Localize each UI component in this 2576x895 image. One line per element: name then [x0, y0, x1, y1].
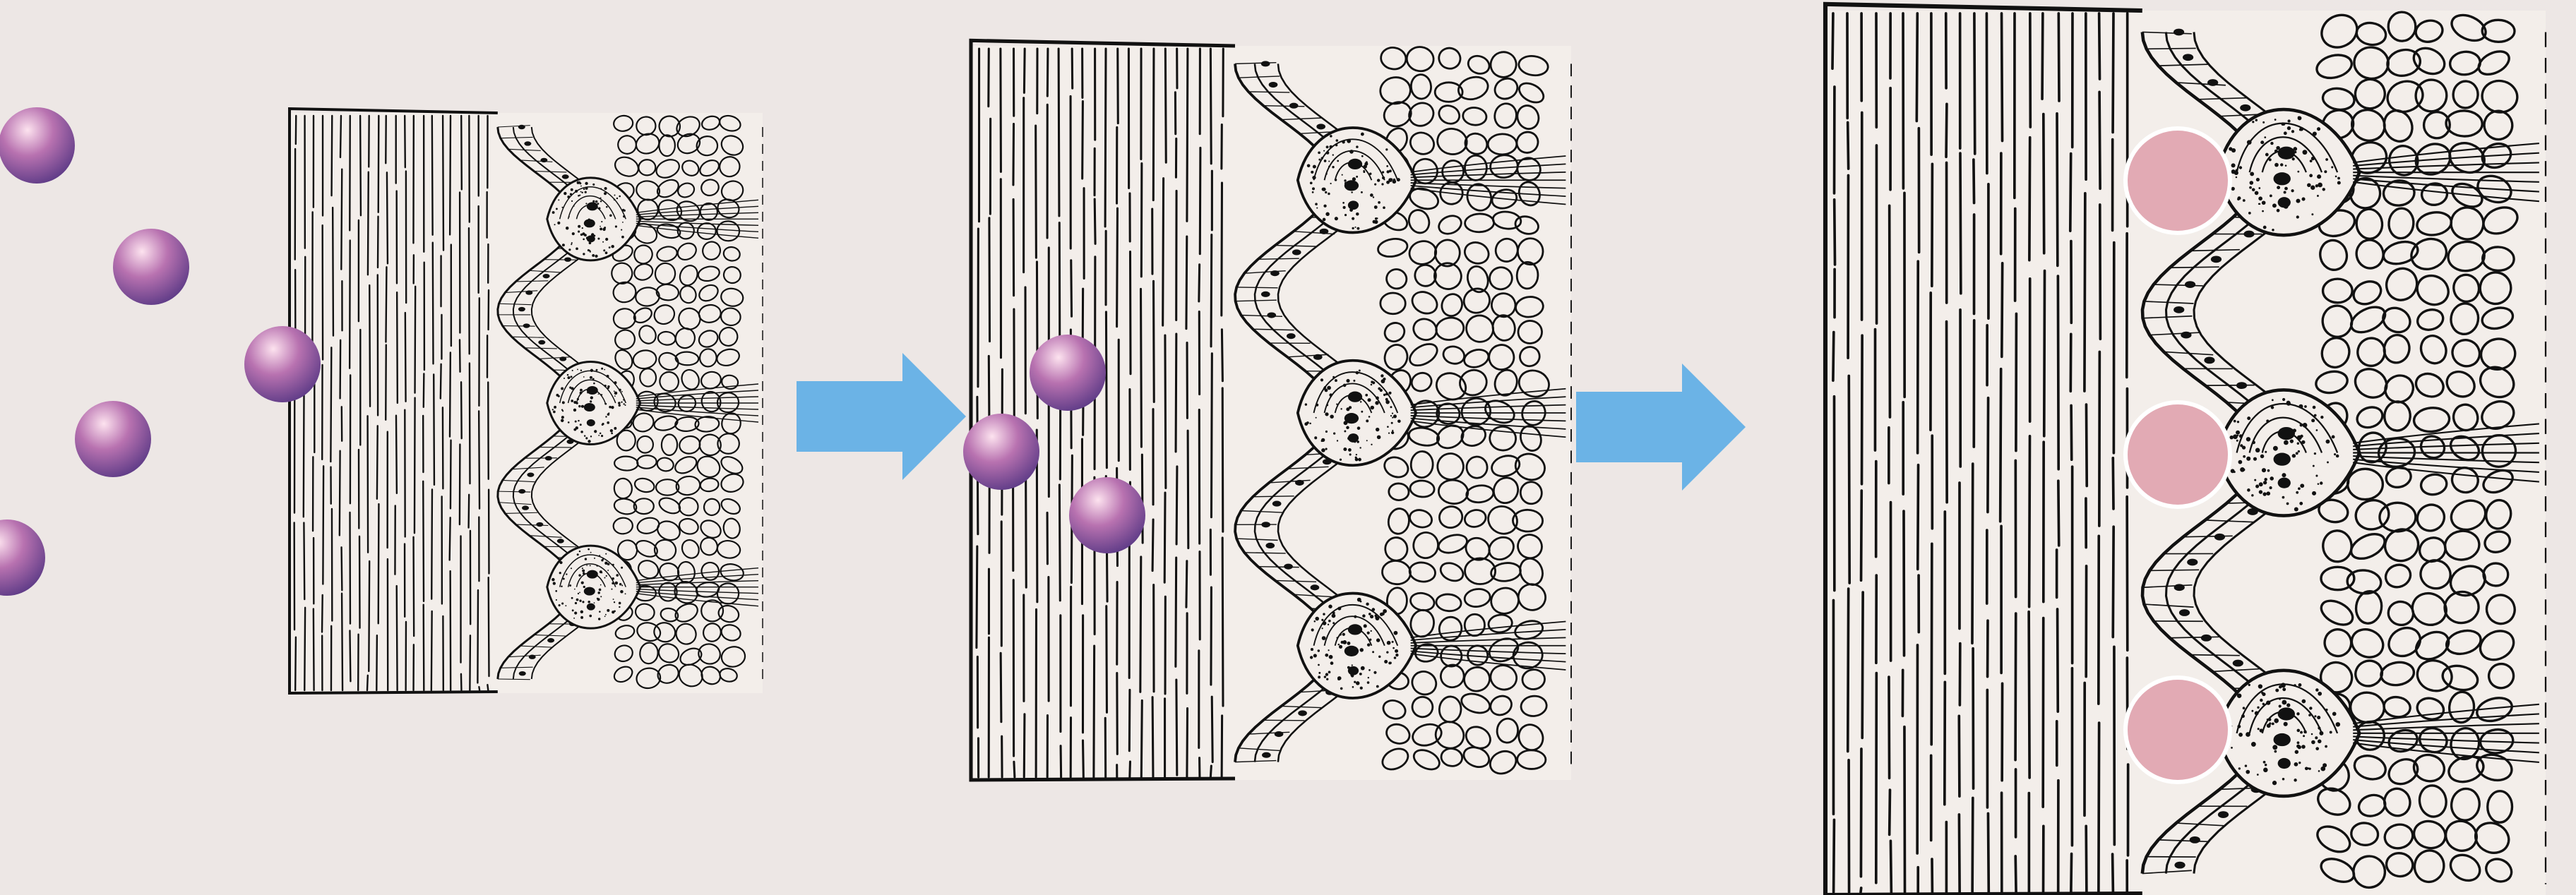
- bound-particle-3: [2125, 678, 2230, 782]
- free-particle-5: [0, 519, 45, 596]
- free-particle-3: [244, 326, 321, 402]
- approaching-particle-2: [963, 414, 1039, 490]
- free-particle-2: [113, 229, 189, 305]
- free-particle-4: [75, 401, 151, 477]
- free-particle-1: [0, 107, 75, 184]
- arrow-right-icon-1: [797, 353, 966, 480]
- tissue-section-1: [290, 109, 763, 693]
- bound-particle-2: [2125, 402, 2230, 507]
- bound-particle-1: [2125, 128, 2230, 233]
- tissue-section-2: [971, 40, 1571, 780]
- arrow-right-icon-2: [1576, 364, 1746, 491]
- approaching-particle-3: [1069, 477, 1145, 553]
- approaching-particle-1: [1030, 335, 1106, 411]
